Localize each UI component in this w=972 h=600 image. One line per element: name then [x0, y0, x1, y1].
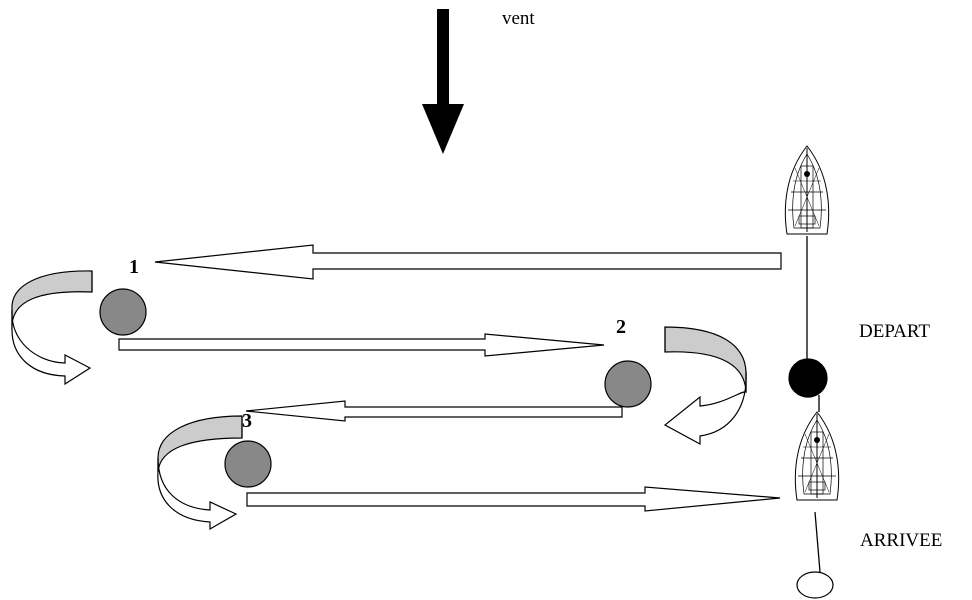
wind-arrow-icon [422, 9, 464, 154]
start-line-label: DEPART [859, 321, 930, 343]
leg-arrow-to-buoy-1 [155, 245, 781, 279]
leg-arrow-buoy-1-to-2 [119, 334, 604, 356]
wind-label: vent [502, 8, 535, 30]
finish-line [815, 512, 820, 572]
rounding-arrow-buoy-1 [12, 271, 92, 384]
buoy-1 [100, 289, 146, 335]
leg-arrow-buoy-3-to-finish [247, 487, 780, 511]
buoy-2 [605, 361, 651, 407]
finish-line-label: ARRIVEE [860, 530, 942, 552]
rounding-arrow-buoy-2 [665, 327, 746, 444]
buoy-2-number: 2 [616, 316, 626, 339]
buoy-3-number: 3 [242, 410, 252, 433]
finish-boat-sailboat-icon [795, 412, 838, 500]
finish-line-mark [797, 572, 833, 598]
start-boat-sailboat-icon [785, 146, 828, 234]
buoy-3 [225, 441, 271, 487]
start-line-mark [789, 359, 827, 397]
buoy-1-number: 1 [129, 256, 139, 279]
leg-arrow-buoy-2-to-3 [246, 401, 622, 421]
